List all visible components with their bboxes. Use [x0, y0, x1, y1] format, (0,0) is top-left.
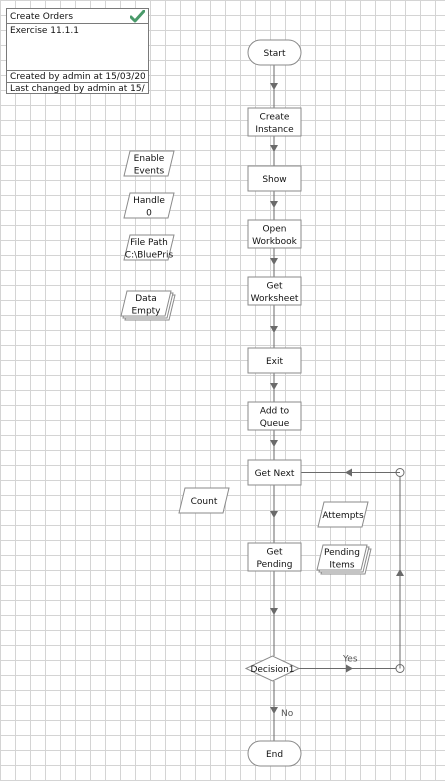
stage-label: Handle	[133, 196, 165, 206]
data-item-shape	[123, 234, 175, 261]
process-shape	[247, 219, 302, 249]
stage-label: Items	[329, 560, 354, 570]
stage-label: Get	[266, 547, 283, 557]
flow-connectors	[270, 65, 405, 741]
stage-label: End	[266, 750, 283, 760]
collection-shape	[316, 544, 368, 571]
process-description: Exercise 11.1.1	[10, 26, 79, 36]
stage-label: Open	[262, 224, 286, 234]
created-by-text: Created by admin at 15/03/20	[10, 72, 145, 82]
stage-attempts[interactable]: Attempts	[317, 501, 369, 528]
stage-label: Attempts	[322, 511, 364, 521]
stage-label: Get	[266, 281, 283, 291]
stage-label: Worksheet	[251, 294, 299, 304]
data-item-shape	[178, 487, 230, 514]
arrow-down-icon	[270, 145, 278, 152]
arrow-up-icon	[396, 569, 404, 576]
arrow-down-icon	[270, 511, 278, 518]
process-shape	[247, 542, 302, 572]
stage-label: Queue	[260, 419, 290, 429]
process-info-panel: Create Orders Exercise 11.1.1 Created by…	[6, 8, 149, 94]
data-item-shape	[123, 150, 175, 177]
stage-label: Add to	[260, 406, 290, 416]
stage-label: C:\BluePris	[125, 250, 174, 260]
stage-get-next[interactable]: Get Next	[247, 459, 302, 486]
arrow-down-icon	[270, 83, 278, 90]
stage-label: Instance	[255, 125, 294, 135]
stage-handle[interactable]: Handle 0	[123, 192, 175, 219]
stage-label: 0	[146, 208, 152, 218]
checkmark-icon	[130, 10, 145, 23]
arrow-down-icon	[270, 707, 278, 714]
stage-label: Pending	[257, 560, 293, 570]
arrow-down-icon	[270, 383, 278, 390]
process-shape	[247, 276, 302, 306]
process-shape	[247, 107, 302, 137]
stage-label: Events	[134, 166, 165, 176]
stage-add-to-queue[interactable]: Add to Queue	[247, 401, 302, 431]
arrow-down-icon	[270, 201, 278, 208]
arrow-right-icon	[346, 664, 353, 673]
process-shape	[247, 165, 302, 192]
terminator-shape	[247, 39, 302, 66]
info-divider	[7, 82, 148, 83]
stage-label: Decision1	[250, 665, 294, 675]
arrow-left-icon	[345, 468, 352, 477]
stage-decision1[interactable]: Decision1	[244, 655, 301, 682]
decision-shape	[244, 655, 301, 682]
collection-shape	[120, 290, 172, 317]
info-divider	[7, 70, 148, 71]
flow-stages: StartCreateInstanceShowOpenWorkbookGetWo…	[120, 39, 372, 767]
no-label: No	[281, 709, 294, 719]
data-item-shape	[123, 192, 175, 219]
stage-count[interactable]: Count	[178, 487, 230, 514]
stage-start[interactable]: Start	[247, 39, 302, 66]
arrow-down-icon	[270, 608, 278, 615]
stage-label: Workbook	[252, 237, 298, 247]
stage-label: Show	[262, 175, 286, 185]
stage-label: Pending	[324, 548, 360, 558]
stage-label: File Path	[130, 238, 168, 248]
arrow-down-icon	[270, 258, 278, 265]
arrow-down-icon	[270, 326, 278, 333]
process-shape	[247, 347, 302, 374]
stage-label: Empty	[131, 306, 161, 316]
stage-label: Data	[135, 294, 157, 304]
stage-label: Exit	[266, 357, 284, 367]
stage-label: Get Next	[255, 469, 295, 479]
stage-show[interactable]: Show	[247, 165, 302, 192]
terminator-shape	[247, 740, 302, 767]
process-title: Create Orders	[10, 12, 74, 22]
data-item-shape	[317, 501, 369, 528]
stage-label: Start	[264, 49, 286, 59]
arrow-down-icon	[270, 440, 278, 447]
last-changed-text: Last changed by admin at 15/	[10, 84, 145, 94]
stage-label: Count	[191, 497, 218, 507]
process-shape	[247, 459, 302, 486]
stage-exit[interactable]: Exit	[247, 347, 302, 374]
process-shape	[247, 401, 302, 431]
stage-end[interactable]: End	[247, 740, 302, 767]
stage-label: Enable	[134, 154, 165, 164]
info-divider	[7, 23, 148, 24]
yes-label: Yes	[342, 655, 358, 665]
stage-label: Create	[260, 112, 290, 122]
